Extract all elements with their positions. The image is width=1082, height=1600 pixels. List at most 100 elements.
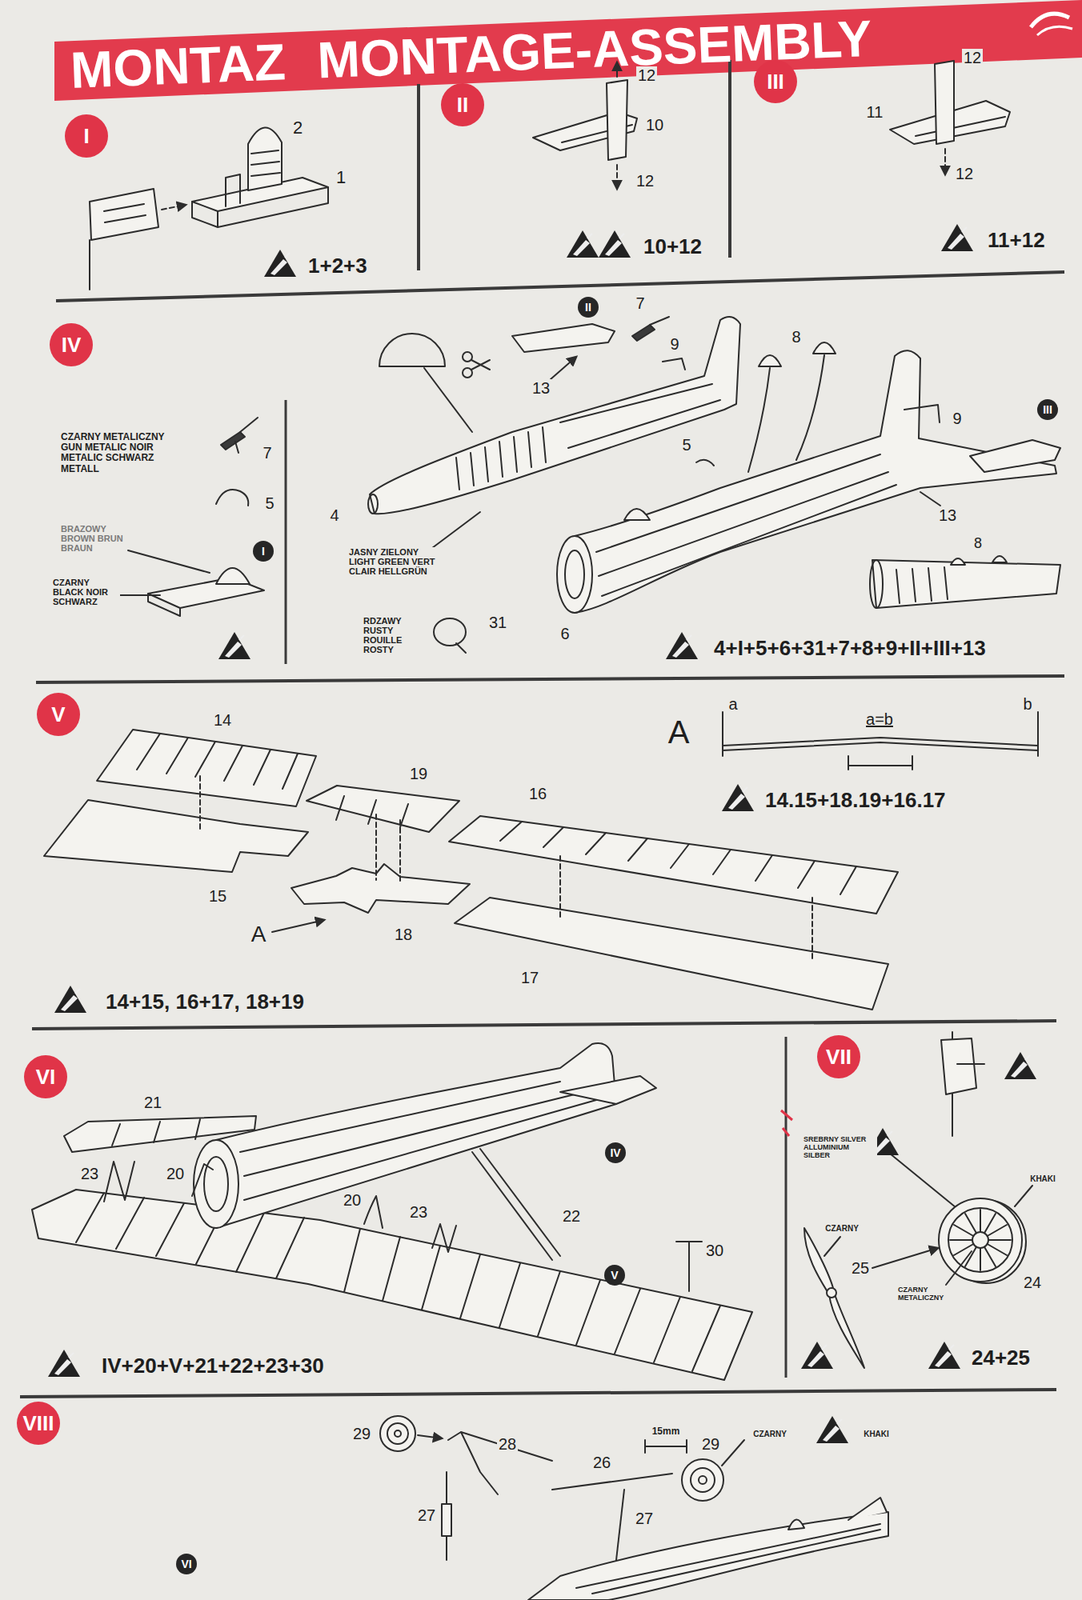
propeller-and-wheel xyxy=(826,1288,837,1299)
stabilizer-parts xyxy=(915,116,1006,137)
landing-gear-parts xyxy=(681,1459,724,1502)
aircraft-exploded-view xyxy=(104,1162,135,1203)
glue-symbol xyxy=(598,230,631,258)
fuselage-halves xyxy=(662,358,686,370)
part-number: 11 xyxy=(865,103,886,121)
cockpit-floor-parts xyxy=(88,240,91,290)
aircraft-exploded-view xyxy=(344,1229,721,1372)
landing-gear-parts xyxy=(848,1498,887,1521)
detail-parts xyxy=(120,594,161,597)
color-note: CZARNY METALICZNY GUN METALIC NOIR METAL… xyxy=(59,432,175,475)
stabilizer-parts xyxy=(616,164,618,189)
wing-parts xyxy=(272,920,325,933)
wing-parts xyxy=(848,756,913,770)
part-number: 18 xyxy=(392,925,414,944)
section-divider xyxy=(20,1390,1057,1398)
assembly-sequence: 4+I+5+6+31+7+8+9+II+III+13 xyxy=(712,637,988,661)
part-number: 12 xyxy=(636,66,658,85)
color-note: CZARNY BLACK NOIR SCHWARZ xyxy=(51,577,121,607)
aircraft-exploded-view xyxy=(432,1224,457,1253)
part-number: 23 xyxy=(408,1203,429,1222)
glue-symbol xyxy=(264,249,297,277)
color-note: 15mm xyxy=(650,1426,682,1438)
landing-gear-parts xyxy=(788,1519,805,1531)
propeller-and-wheel xyxy=(957,1063,985,1066)
fuselage-halves xyxy=(424,368,473,433)
step-number: V xyxy=(51,704,65,726)
detail-parts xyxy=(220,432,245,450)
landing-gear-parts xyxy=(528,1512,889,1600)
part-number: 10 xyxy=(644,116,666,134)
landing-gear-parts xyxy=(394,1430,401,1438)
step-number: II xyxy=(585,301,592,313)
step-number-circle: II xyxy=(440,83,485,127)
part-number: 16 xyxy=(527,785,549,803)
cockpit-floor-parts xyxy=(192,187,329,228)
step-number: IV xyxy=(61,334,82,356)
fuselage-halves xyxy=(624,508,650,521)
fuselage-halves xyxy=(896,567,948,604)
step-number-circle: VII xyxy=(817,1035,861,1079)
assembly-sequence: 24+25 xyxy=(969,1346,1032,1371)
part-number: 31 xyxy=(487,613,509,632)
aircraft-exploded-view xyxy=(193,1140,239,1229)
wing-parts xyxy=(291,864,470,914)
step-number-circle: IV xyxy=(49,323,93,367)
part-number: 30 xyxy=(704,1242,726,1260)
fuselage-halves xyxy=(368,494,378,514)
title-banner xyxy=(54,0,1082,101)
glue-symbol xyxy=(928,1342,961,1370)
fuselage-halves xyxy=(456,427,546,490)
cockpit-floor-parts xyxy=(248,127,282,191)
fuselage-halves xyxy=(813,342,836,354)
glue-symbol xyxy=(665,632,698,660)
section-divider xyxy=(56,272,1065,301)
landing-gear-parts xyxy=(576,1524,881,1595)
propeller-and-wheel xyxy=(945,1251,972,1286)
part-number: a xyxy=(726,695,739,714)
detail-parts xyxy=(216,568,250,585)
fuselage-halves xyxy=(560,384,721,449)
aircraft-exploded-view xyxy=(112,1119,201,1147)
stabilizer-parts xyxy=(532,62,638,189)
fuselage-halves xyxy=(433,618,466,646)
stabilizer-parts xyxy=(944,148,946,175)
wing-parts xyxy=(44,800,309,873)
color-note: RDZAWY RUSTY ROUILLE ROSTY xyxy=(361,616,425,655)
part-number: 1 xyxy=(334,168,348,188)
step-number-circle: III xyxy=(753,60,798,104)
part-number: b xyxy=(1021,695,1034,714)
landing-gear-parts xyxy=(448,1432,553,1495)
part-number: 7 xyxy=(260,444,273,462)
part-number: 17 xyxy=(519,969,541,987)
fuselage-halves xyxy=(369,316,741,514)
assembly-sequence: 14+15, 16+17, 18+19 xyxy=(104,990,306,1014)
section-divider xyxy=(728,60,732,258)
fuselage-halves xyxy=(565,550,585,599)
step-number: V xyxy=(610,1270,618,1282)
aircraft-exploded-view xyxy=(560,1076,657,1105)
step-number: VI xyxy=(180,1558,192,1571)
fuselage-halves xyxy=(456,643,466,654)
aircraft-exploded-view xyxy=(32,1043,753,1381)
reference-circle: II xyxy=(577,296,599,318)
landing-gear-parts xyxy=(698,1476,707,1485)
part-number: 2 xyxy=(291,118,305,138)
reference-circle: V xyxy=(604,1265,626,1287)
step-number: III xyxy=(1042,404,1053,416)
landing-gear-parts xyxy=(380,1416,889,1600)
part-number: 21 xyxy=(142,1094,164,1112)
part-number: 28 xyxy=(496,1435,518,1454)
part-number: 20 xyxy=(341,1191,363,1210)
assembly-sequence: 14.15+18.19+16.17 xyxy=(763,789,948,813)
part-number: 27 xyxy=(633,1510,655,1528)
part-number: A xyxy=(666,714,692,750)
section-divider xyxy=(32,1021,1057,1030)
landing-gear-parts xyxy=(721,1440,745,1467)
propeller-and-wheel xyxy=(804,1228,865,1369)
fuselage-halves xyxy=(872,560,1061,609)
step-number: VI xyxy=(36,1066,57,1088)
assembly-sequence: 11+12 xyxy=(985,228,1047,253)
part-number: 8 xyxy=(789,328,802,346)
part-number: 13 xyxy=(530,379,552,397)
